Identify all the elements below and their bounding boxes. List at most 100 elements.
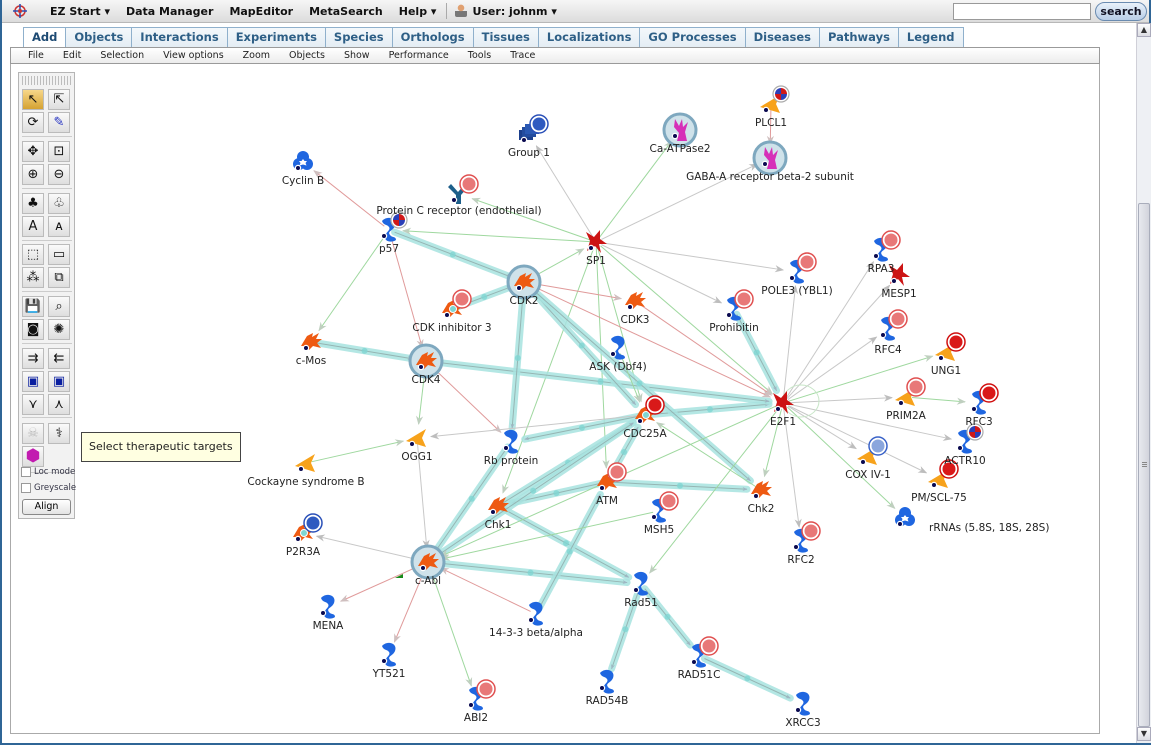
tab-legend[interactable]: Legend [898,27,964,47]
menu-selection[interactable]: Selection [100,50,145,61]
checkbox-box[interactable] [21,467,31,477]
move-box-button[interactable]: ▭ [48,244,70,265]
edge-cdc25a-rbprotein[interactable] [521,412,643,443]
edge-plcl1-gaba[interactable] [766,109,775,145]
edge-p57-cmos[interactable] [318,234,386,332]
tab-pathways[interactable]: Pathways [819,27,899,47]
align-button[interactable]: Align [22,499,71,515]
expand-in-filled-button[interactable]: ▣ [22,371,44,392]
node-abi2[interactable] [467,679,496,711]
edge-rbprotein-cabl[interactable] [432,443,512,554]
edge-e2f1-rfc2[interactable] [783,408,802,529]
lasso-select-button[interactable]: ⇱ [48,89,70,110]
checkbox-box[interactable] [21,483,31,493]
edge-cdc25a-ogg1[interactable] [430,415,640,440]
scrollbar-thumb[interactable] [1138,203,1150,727]
node-cyclinb[interactable] [293,151,313,172]
node-sp1[interactable] [586,230,607,253]
edge-rad51c-xrcc3[interactable] [700,655,794,702]
node-gaba[interactable] [752,140,788,176]
edge-cabl-yt521[interactable] [393,567,427,643]
search-input[interactable] [953,3,1091,20]
menu-edit[interactable]: Edit [62,50,82,61]
node-chk1[interactable] [488,497,509,516]
fit-button[interactable]: ⊡ [48,141,70,162]
edge-atm-chk1[interactable] [508,479,605,507]
edge-cdk2-chk2[interactable] [525,282,754,485]
snapshot-button[interactable]: ◙ [22,319,44,340]
edge-chk1-rad51[interactable] [499,505,633,581]
expand-in-button[interactable]: ⇉ [22,348,44,369]
node-cdc25a[interactable] [635,395,665,425]
edge-e2f1-pmscl75[interactable] [788,405,928,474]
node-xrcc3[interactable] [794,691,810,716]
node-rbprotein[interactable] [502,429,518,454]
vertical-scrollbar[interactable]: ▲ ▼ [1136,23,1151,743]
menu-zoom[interactable]: Zoom [242,50,271,61]
move-selection-button[interactable]: ⬚ [22,244,44,265]
node-mena[interactable] [319,594,335,619]
menu-view-options[interactable]: View options [163,50,224,61]
edge-askdbf4-cdc25a[interactable] [619,353,641,403]
node-rfc2[interactable] [792,521,821,553]
tab-interactions[interactable]: Interactions [132,27,228,47]
edge-e2f1-pole3[interactable] [783,285,799,398]
node-e2f1[interactable] [773,391,794,414]
edge-e2f1-rpa3[interactable] [785,261,874,399]
layout-network-button[interactable]: ⁂ [22,267,44,288]
menu-map-editor[interactable]: MapEditor [229,4,294,18]
node-cmos[interactable] [301,333,322,352]
tab-add[interactable]: Add [23,27,67,48]
node-cdk2[interactable] [506,264,542,300]
edge-msh5-cabl[interactable] [440,511,654,561]
node-rrnas[interactable] [895,507,915,528]
tab-species[interactable]: Species [325,27,393,47]
highlight-button[interactable]: ✺ [48,319,70,340]
edge-prim2a-rfc3[interactable] [911,396,966,405]
edge-cabl-abi2[interactable] [429,567,473,687]
node-chk2[interactable] [751,481,772,500]
node-atm[interactable] [597,462,627,492]
edge-rad51-rad54b[interactable] [608,586,643,673]
font-smaller-button[interactable]: ᴀ [48,216,70,237]
edge-e2f1-rrnas[interactable] [787,406,896,510]
split-button[interactable]: ⋏ [48,394,70,415]
tab-tissues[interactable]: Tissues [473,27,539,47]
edge-p57-cyclinb[interactable] [313,170,385,227]
node-cabl[interactable] [410,544,446,580]
edge-sp1-protc[interactable] [471,197,591,241]
edge-p57-cdk4[interactable] [390,235,424,349]
tab-go-processes[interactable]: GO Processes [640,27,746,47]
find-button[interactable]: ⌕ [48,296,70,317]
font-larger-button[interactable]: A [22,216,44,237]
palette-drag-handle[interactable] [22,76,71,85]
edge-e2f1-mesp1[interactable] [786,284,891,399]
edge-cdk4-rbprotein[interactable] [429,364,502,433]
node-protc[interactable] [448,174,479,204]
save-button[interactable]: 💾 [22,296,44,317]
node-rad54b[interactable] [598,669,614,694]
edge-sp1-group1[interactable] [535,145,594,238]
node-actr10[interactable] [956,423,984,454]
edge-cockayne-ogg1[interactable] [311,439,405,463]
node-askdbf4[interactable] [609,335,625,360]
node-ogg1[interactable] [406,429,426,448]
edge-sp1-caatpase2[interactable] [599,140,673,238]
edge-e2f1-prim2a[interactable] [788,394,893,404]
edge-e2f1-chk2[interactable] [762,408,783,478]
edge-ogg1-cabl[interactable] [417,443,430,549]
brush-button[interactable]: ✎ [48,112,70,133]
edge-cdk4-e2f1[interactable] [428,358,773,405]
node-p57[interactable] [380,211,408,242]
tab-objects[interactable]: Objects [66,27,133,47]
node-cockayne[interactable] [295,454,315,473]
tab-experiments[interactable]: Experiments [227,27,326,47]
edge-sp1-gaba[interactable] [601,163,759,240]
node-rfc3[interactable] [970,383,999,415]
edge-atm-chk2[interactable] [609,478,751,493]
menu-show[interactable]: Show [343,50,370,61]
menu-help[interactable]: Help ▾ [399,5,437,18]
expand-out-button[interactable]: ⇇ [48,348,70,369]
